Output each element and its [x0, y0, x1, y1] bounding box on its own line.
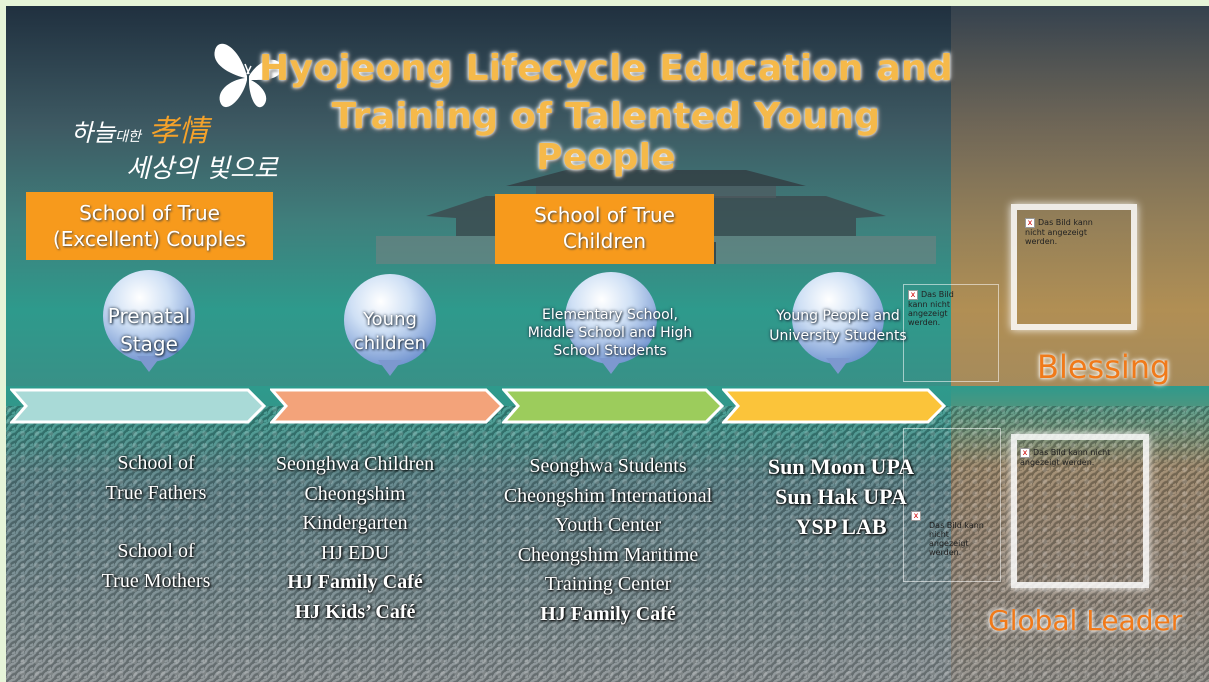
broken-image-text: Das Bild kann nicht angezeigt werden.	[1025, 218, 1093, 246]
col4-item: Sun Moon UPA	[767, 454, 915, 479]
stage-label-young-children: Young children	[353, 309, 427, 354]
col2-item: Cheongshim	[304, 482, 406, 505]
timeline-arrow-2	[270, 388, 504, 424]
stage-label-university: Young People and University Students	[769, 308, 907, 344]
logo-korean-2: 세상의 빛으로	[126, 154, 278, 184]
column-school: Seonghwa Students Cheongshim Internation…	[472, 452, 744, 629]
school-children-box: School of True Children	[495, 194, 714, 264]
image-placeholder-box	[903, 284, 999, 382]
right-panel	[951, 6, 1209, 682]
title-line-1: Hyojeong Lifecycle Education and	[259, 48, 953, 89]
broken-image-icon: x	[911, 511, 921, 521]
stage-bubble-tip	[599, 358, 623, 374]
broken-image-icon: x	[1025, 218, 1035, 228]
stage-label-prenatal: Prenatal Stage	[107, 304, 191, 356]
image-frame-bottom	[1011, 434, 1149, 588]
col2-item: HJ Kids’ Café	[294, 600, 416, 623]
col1-item: True Fathers	[105, 481, 207, 504]
school-couples-box: School of True (Excellent) Couples	[26, 192, 273, 260]
stage-bubble-tip	[826, 358, 850, 374]
broken-image-text: Das Bild kann nicht angezeigt werden.	[929, 521, 984, 557]
slide: 하늘대한 孝情 세상의 빛으로 Hyojeong Lifecycle Educa…	[6, 6, 1209, 682]
image-placeholder-box	[903, 428, 1001, 582]
timeline-arrow-3	[502, 388, 724, 424]
col2-item: Kindergarten	[302, 512, 408, 534]
col3-item: HJ Family Café	[540, 602, 676, 625]
timeline-arrow-4	[722, 388, 946, 424]
broken-image-icon: x	[908, 290, 918, 300]
crowd-background	[6, 406, 1209, 682]
column-prenatal: School of True Fathers School of True Mo…	[46, 449, 266, 596]
col3-item: Cheongshim International	[503, 484, 713, 507]
col2-item: HJ EDU	[320, 541, 390, 564]
column-university: Sun Moon UPA Sun Hak UPA YSP LAB	[736, 452, 946, 542]
col1-spacer	[46, 508, 266, 537]
broken-image-icon: x	[1020, 448, 1030, 458]
global-leader-label: Global Leader	[988, 604, 1183, 637]
broken-image-text: Das Bild kann nicht angezeigt werden.	[908, 290, 954, 327]
logo-korean-1a: 하늘	[71, 119, 116, 147]
col1-item: School of	[117, 540, 195, 562]
stage-bubble-young-children	[344, 274, 436, 366]
column-young-children: Seonghwa Children Cheongshim Kindergarte…	[250, 450, 460, 627]
logo: 하늘대한 孝情 세상의 빛으로	[61, 36, 296, 191]
stage-bubble-school	[565, 272, 657, 364]
col3-item: Training Center	[544, 573, 672, 595]
timeline-arrow-1	[10, 388, 266, 424]
col2-item: Seonghwa Children	[275, 453, 435, 475]
stage-label-school: Elementary School, Middle School and Hig…	[527, 307, 693, 359]
logo-korean-1b: 대한	[115, 129, 141, 145]
stage-bubble-tip	[137, 356, 161, 372]
logo-korean-1c: 孝情	[148, 114, 209, 149]
stage-bubble-tip	[378, 360, 402, 376]
col3-item: Cheongshim Maritime	[517, 543, 699, 566]
col1-item: School of	[117, 452, 195, 474]
col3-item: Seonghwa Students	[529, 455, 687, 477]
broken-image-text: Das Bild kann nicht angezeigt werden.	[1020, 448, 1111, 467]
butterfly-icon	[214, 43, 281, 108]
image-frame-top	[1011, 204, 1137, 330]
stage-bubble-university	[792, 272, 884, 364]
col4-item: YSP LAB	[795, 514, 887, 539]
blessing-label: Blessing	[1037, 348, 1171, 386]
col3-item: Youth Center	[554, 514, 662, 536]
col2-item: HJ Family Café	[287, 571, 423, 593]
school-children-label: School of True Children	[534, 203, 675, 253]
col1-item: True Mothers	[101, 569, 211, 592]
col4-item: Sun Hak UPA	[775, 484, 907, 509]
title-line-2: Training of Talented Young People	[331, 96, 881, 178]
school-couples-label: School of True (Excellent) Couples	[52, 201, 247, 251]
stage-bubble-prenatal	[103, 270, 195, 362]
